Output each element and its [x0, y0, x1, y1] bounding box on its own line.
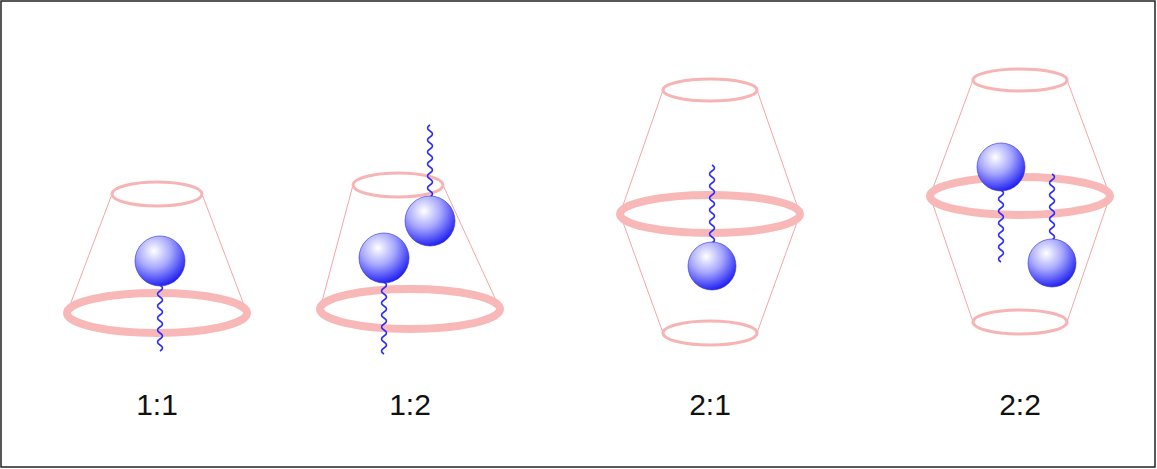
guest-tail	[158, 285, 163, 351]
guest-tail	[999, 190, 1004, 262]
guest-ball	[1028, 239, 1076, 287]
ratio-label: 1:1	[136, 390, 178, 420]
guest-ball	[359, 233, 409, 283]
guest-ball	[977, 143, 1025, 191]
ratio-label: 2:1	[689, 390, 731, 420]
ratio-label: 2:2	[999, 390, 1041, 420]
guest-tail	[1050, 174, 1055, 240]
guest-tail	[710, 165, 715, 243]
host-dimer	[930, 69, 1110, 334]
host-dimer	[620, 79, 800, 345]
guest-tail	[428, 125, 433, 197]
guest-ball	[405, 196, 455, 246]
guest-tail	[382, 282, 387, 354]
host-cone	[67, 182, 247, 333]
guest-ball	[688, 242, 736, 290]
guest-ball	[135, 236, 185, 286]
ratio-label: 1:2	[389, 390, 431, 420]
host-cone	[320, 173, 500, 329]
